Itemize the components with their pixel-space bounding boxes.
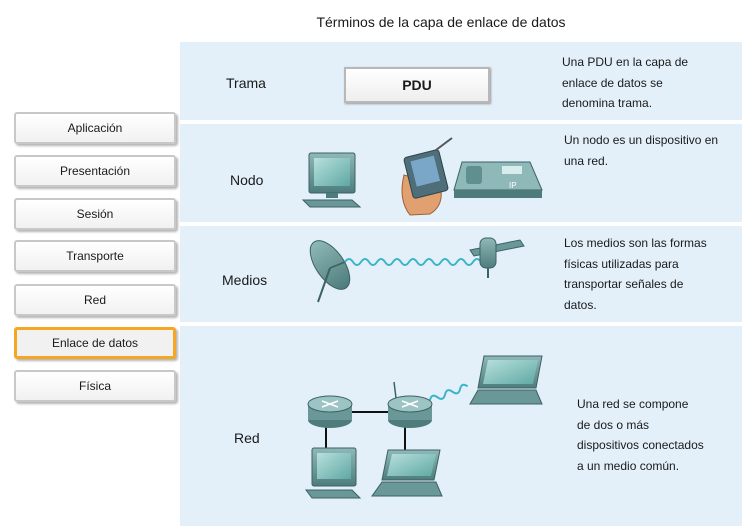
layer-red[interactable]: Red <box>14 284 176 316</box>
layer-transporte[interactable]: Transporte <box>14 240 176 272</box>
band-red <box>180 326 742 526</box>
layer-sesion[interactable]: Sesión <box>14 198 176 230</box>
band-medios <box>180 226 742 322</box>
router-icon <box>387 381 433 428</box>
layer-presentacion[interactable]: Presentación <box>14 155 176 187</box>
label-nodo: Nodo <box>230 172 264 188</box>
label-medios: Medios <box>222 272 268 288</box>
signal-wave-icon <box>344 258 482 266</box>
diagram-title: Términos de la capa de enlace de datos <box>316 14 566 30</box>
pda-icon <box>401 137 453 216</box>
network-topology <box>305 355 543 499</box>
layer-fisica[interactable]: Física <box>14 370 176 402</box>
laptop-icon <box>469 355 543 405</box>
antenna-icon <box>469 237 525 278</box>
ip-phone-icon: IP <box>453 161 543 198</box>
laptop-icon <box>371 449 443 497</box>
satellite-dish-icon <box>309 240 351 303</box>
pdu-box: PDU <box>344 67 490 103</box>
label-trama: Trama <box>226 75 266 91</box>
svg-text:IP: IP <box>509 181 517 190</box>
label-red: Red <box>234 430 260 446</box>
layer-enlace-de-datos[interactable]: Enlace de datos <box>14 327 176 359</box>
desktop-computer-icon <box>305 447 362 499</box>
desktop-computer-icon <box>301 152 362 208</box>
layer-aplicacion[interactable]: Aplicación <box>14 112 176 144</box>
router-icon <box>307 395 353 428</box>
